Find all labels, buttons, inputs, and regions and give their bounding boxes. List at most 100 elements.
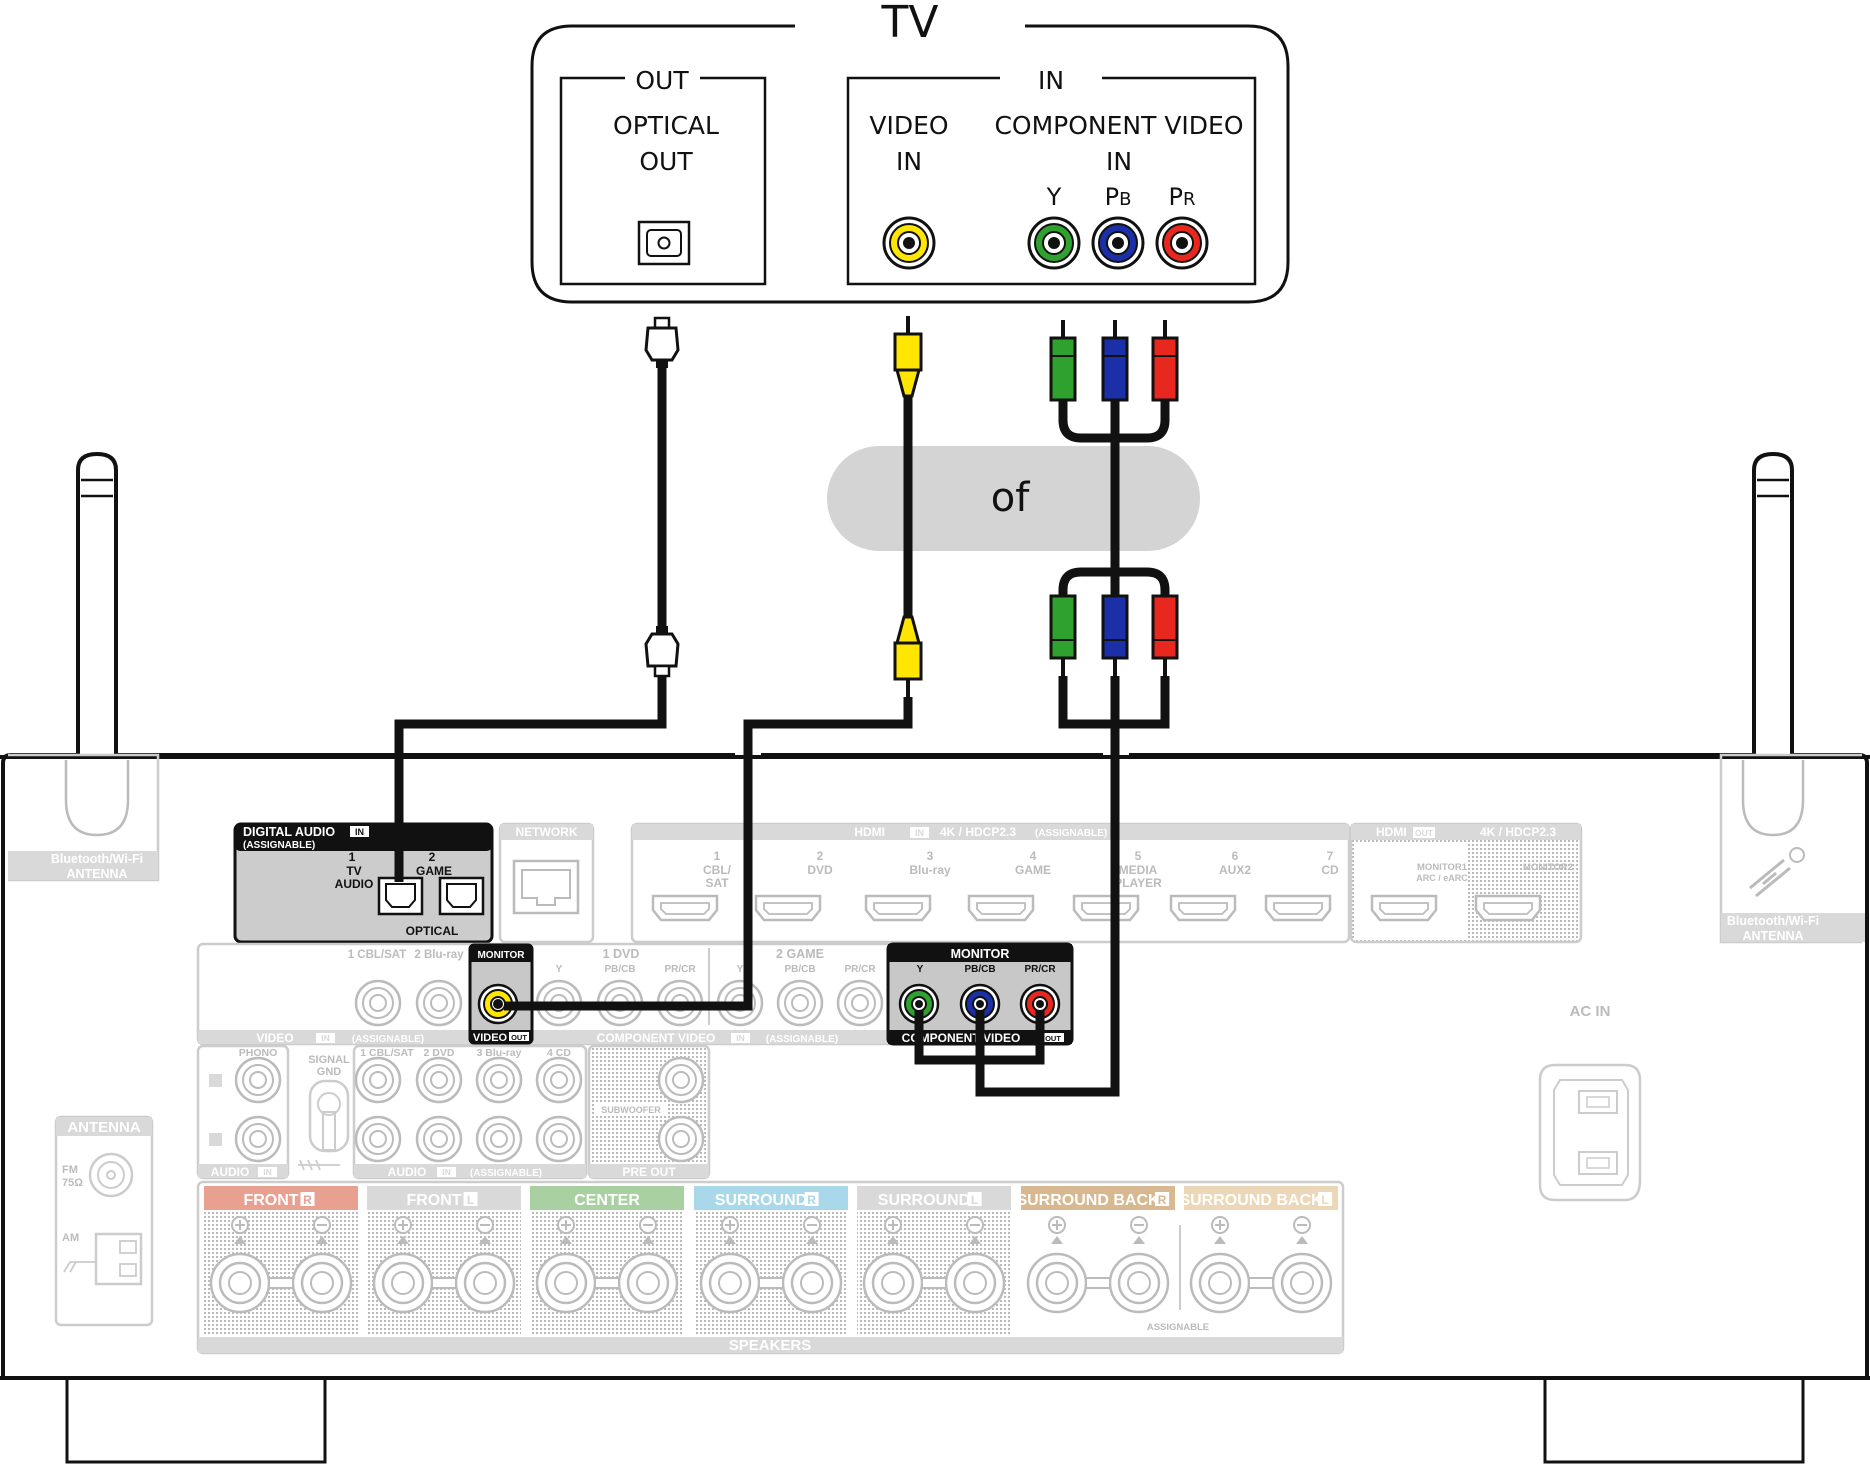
bt-antenna-left-label-2: ANTENNA xyxy=(66,867,127,881)
antenna-left xyxy=(76,451,118,755)
speaker-terminal-icon xyxy=(944,1252,1006,1314)
fm-ohm-label: 75Ω xyxy=(62,1177,83,1189)
tv-outline xyxy=(530,24,1290,304)
video-in-panel: 1 CBL/SAT 2 Blu-ray VIDEO IN (ASSIGNABLE… xyxy=(196,942,898,1046)
hdmi-in-badge: IN xyxy=(915,828,924,838)
tv-y-jack xyxy=(1027,216,1081,270)
assignable-note: ASSIGNABLE xyxy=(1147,1322,1209,1333)
speaker-terminal-icon xyxy=(291,1252,353,1314)
bt-antenna-right-base: Bluetooth/Wi-Fi ANTENNA xyxy=(1719,753,1865,944)
tv-panel: TV OUT OPTICAL OUT IN VIDEO IN COMPONENT… xyxy=(530,0,1290,304)
rca-jack-icon xyxy=(415,1056,463,1104)
video-out-monitor-label: MONITOR xyxy=(477,950,525,961)
hdmi-out-panel: HDMI OUT 4K / HDCP2.3 MONITOR1 ARC / eAR… xyxy=(1349,822,1583,944)
terminal-bridge xyxy=(431,1277,457,1289)
digital-audio-title: DIGITAL AUDIO xyxy=(243,825,335,839)
speaker-group-name: FRONT xyxy=(243,1192,298,1209)
terminal-bridge xyxy=(921,1277,947,1289)
tv-y-label: Y xyxy=(1046,183,1062,211)
fm-label: FM xyxy=(62,1164,78,1176)
component-out-label: COMPONENT VIDEO xyxy=(902,1031,1021,1045)
audio-in-label-2: 2 DVD xyxy=(424,1047,455,1059)
rca-jack-icon xyxy=(475,1115,523,1163)
audio-in-assignable: (ASSIGNABLE) xyxy=(470,1168,542,1179)
hdmi-out-monitor2: MONITOR2 xyxy=(1523,862,1573,873)
speaker-terminal-icon xyxy=(781,1252,843,1314)
arrow-up-icon xyxy=(642,1236,654,1244)
hdmi-out-spec: 4K / HDCP2.3 xyxy=(1480,825,1556,839)
right-foot xyxy=(1543,1378,1805,1464)
optical-2-number: 2 xyxy=(429,850,436,864)
speaker-side-letter: R xyxy=(807,1193,816,1207)
arrow-up-icon xyxy=(1214,1236,1226,1244)
optical-port-icon xyxy=(377,876,424,916)
comp-in-pb-1: PB/CB xyxy=(604,964,635,975)
rca-jack-icon xyxy=(836,979,884,1027)
arrow-up-icon xyxy=(806,1236,818,1244)
video-in-badge: IN xyxy=(321,1033,330,1043)
rca-jack-icon xyxy=(354,1115,402,1163)
arrow-up-icon xyxy=(234,1236,246,1244)
rca-jack-icon xyxy=(234,1056,282,1104)
rca-jack-icon xyxy=(1155,216,1209,270)
speaker-terminal-icon xyxy=(372,1252,434,1314)
hdmi-out-badge: OUT xyxy=(1415,828,1434,838)
rca-jack-icon xyxy=(415,1115,463,1163)
hdmi-input-number: 3 xyxy=(927,849,934,863)
hdmi-input-number: 6 xyxy=(1232,849,1239,863)
tv-video-in-label-1: VIDEO xyxy=(869,111,948,140)
hdmi-out-title: HDMI xyxy=(1376,825,1407,839)
speaker-side-badge xyxy=(1318,1192,1333,1206)
speaker-terminal-icon xyxy=(1271,1252,1333,1314)
speaker-group-header xyxy=(530,1186,684,1210)
arrow-up-icon xyxy=(724,1236,736,1244)
phono-audio-badge: IN xyxy=(263,1167,272,1177)
optical-cable xyxy=(644,316,680,678)
network-label: NETWORK xyxy=(516,825,578,839)
bt-antenna-left-label-1: Bluetooth/Wi-Fi xyxy=(51,852,143,866)
speaker-group-name: SURROUND BACK xyxy=(1179,1192,1323,1209)
tv-pb-sub: B xyxy=(1119,189,1131,210)
rca-jack-icon xyxy=(354,979,402,1027)
audio-in-label-1: 1 CBL/SAT xyxy=(360,1047,414,1059)
tv-component-in-label-2: IN xyxy=(1106,147,1132,176)
rca-plug-icon xyxy=(1049,594,1077,676)
hdmi-in-assignable: (ASSIGNABLE) xyxy=(1035,828,1107,839)
comp-in-y-2: Y xyxy=(737,964,744,975)
speaker-terminal-icon xyxy=(1026,1252,1088,1314)
speaker-group-header xyxy=(204,1186,358,1210)
receiver-rear-panel: Bluetooth/Wi-Fi ANTENNA Bluetooth/Wi-Fi … xyxy=(0,451,1870,1464)
hdmi-port-icon xyxy=(1370,894,1438,922)
arrow-up-icon xyxy=(397,1236,409,1244)
rca-jack-icon xyxy=(1091,216,1145,270)
comp-in-pb-2: PB/CB xyxy=(784,964,815,975)
component-out-badge: OUT xyxy=(1045,1034,1061,1043)
tv-pr-sub: R xyxy=(1183,189,1196,210)
hdmi-port-icon xyxy=(651,894,719,922)
tv-in-group-frame xyxy=(846,76,1257,286)
arrow-up-icon xyxy=(1133,1236,1145,1244)
hdmi-input-name: DVD xyxy=(807,863,833,877)
hdmi-out-monitor1-sub: ARC / eARC xyxy=(1416,873,1468,883)
speaker-terminal-icon xyxy=(535,1252,597,1314)
terminal-bridge xyxy=(1085,1277,1111,1289)
video-out-label: VIDEO xyxy=(473,1032,508,1044)
digital-audio-in-badge: IN xyxy=(355,827,364,837)
component-out-monitor-label: MONITOR xyxy=(951,947,1010,961)
tv-in-group-label: IN xyxy=(1038,66,1064,95)
speaker-group-name: SURROUND BACK xyxy=(1016,1192,1160,1209)
audio-in-label-4: 4 CD xyxy=(547,1047,571,1059)
video-in-assignable: (ASSIGNABLE) xyxy=(352,1034,424,1045)
digital-audio-assignable: (ASSIGNABLE) xyxy=(243,840,315,851)
component-out-y: Y xyxy=(917,964,924,975)
arrow-up-icon xyxy=(1051,1236,1063,1244)
am-label: AM xyxy=(62,1232,79,1244)
rca-jack-icon xyxy=(776,979,824,1027)
component-out-monitor: MONITOR Y PB/CB PR/CR COMPONENT VIDEO OU… xyxy=(886,942,1074,1046)
